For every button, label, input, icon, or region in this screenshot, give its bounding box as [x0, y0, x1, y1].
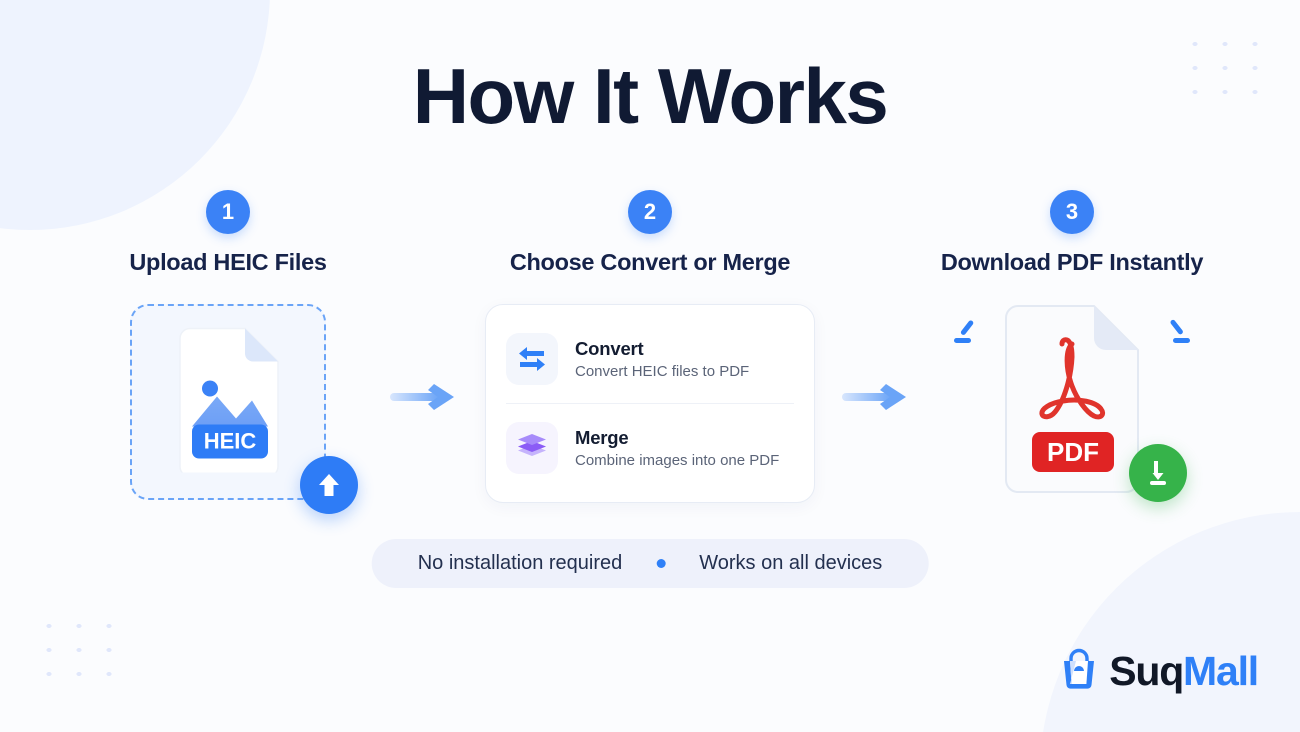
connector-arrow-2 [830, 190, 922, 414]
heic-file-icon: HEIC [170, 327, 286, 478]
convert-text-block: Convert Convert HEIC files to PDF [575, 338, 749, 380]
options-card: Convert Convert HEIC files to PDF [485, 304, 815, 503]
convert-subtitle: Convert HEIC files to PDF [575, 363, 750, 380]
brand-logo[interactable]: SuqMall [1060, 648, 1259, 695]
step-1-label: Upload HEIC Files [129, 249, 327, 275]
features-pill: No installation required Works on all de… [371, 539, 929, 588]
connector-arrow-1 [378, 190, 470, 414]
step-2-number-badge: 2 [628, 190, 672, 234]
step-1-number-badge: 1 [206, 190, 250, 234]
feature-all-devices: Works on all devices [699, 552, 883, 574]
shopping-bag-icon [1060, 648, 1098, 695]
logo-wordmark: SuqMall [1109, 648, 1259, 694]
arrow-right-icon [390, 384, 454, 410]
pdf-file-icon: PDF [996, 304, 1148, 499]
upload-dropzone[interactable]: HEIC [130, 304, 358, 514]
step-3-number-badge: 3 [1050, 190, 1094, 234]
download-action-badge[interactable] [1129, 444, 1187, 502]
pill-separator-dot-icon [656, 559, 666, 568]
pdf-result: PDF [937, 296, 1207, 506]
arrow-right-icon [842, 384, 906, 410]
merge-title: Merge [575, 427, 629, 448]
convert-arrows-icon [519, 347, 545, 371]
step-2-label: Choose Convert or Merge [509, 249, 791, 275]
step-1-upload: 1 Upload HEIC Files [78, 190, 378, 514]
upload-action-badge[interactable] [300, 456, 358, 514]
upload-arrow-icon [319, 474, 339, 496]
option-convert[interactable]: Convert Convert HEIC files to PDF [506, 323, 794, 395]
merge-text-block: Merge Combine images into one PDF [575, 427, 779, 469]
feature-no-installation: No installation required [417, 552, 623, 574]
steps-row: 1 Upload HEIC Files [0, 190, 1300, 520]
merge-icon-tile [506, 422, 558, 474]
sparkle-right-icon [1165, 318, 1191, 351]
page-title: How It Works [412, 52, 889, 140]
background-blob-bottom-right [1040, 512, 1300, 732]
step-3-download: 3 Download PDF Instantly [922, 190, 1222, 506]
logo-text-secondary: Mall [1183, 648, 1259, 694]
convert-title: Convert [575, 338, 644, 359]
svg-text:PDF: PDF [1047, 437, 1099, 467]
download-arrow-icon [1150, 461, 1166, 485]
layers-stack-icon [518, 434, 546, 456]
step-3-label: Download PDF Instantly [940, 249, 1204, 275]
svg-text:HEIC: HEIC [204, 429, 257, 454]
convert-icon-tile [506, 333, 558, 385]
logo-text-primary: Suq [1109, 648, 1184, 694]
step-2-choose: 2 Choose Convert or Merge Convert Conver… [470, 190, 830, 503]
sparkle-left-icon [953, 318, 979, 351]
option-merge[interactable]: Merge Combine images into one PDF [506, 403, 794, 484]
dot-grid-pattern-bottom-left [30, 610, 122, 684]
merge-subtitle: Combine images into one PDF [575, 452, 780, 469]
